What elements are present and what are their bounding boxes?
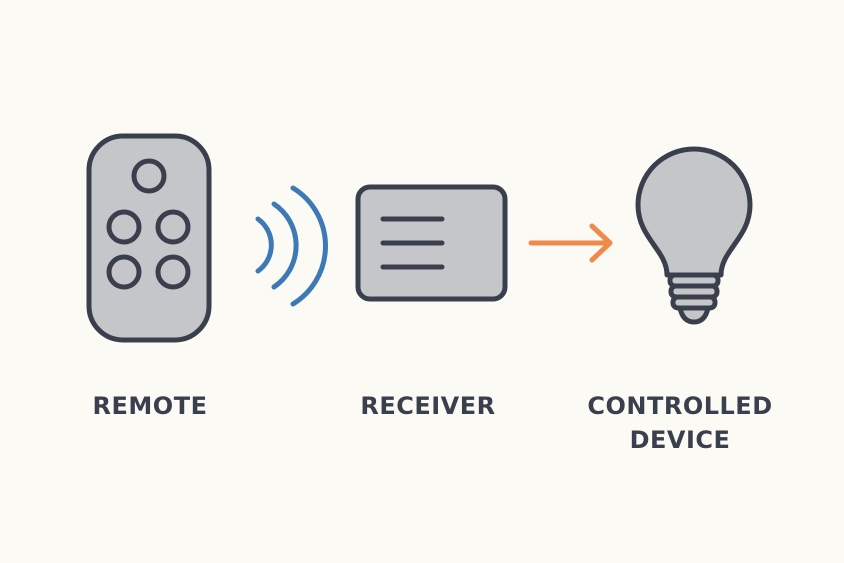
signal-arc-small [255,216,274,274]
remote-control-icon [86,133,212,343]
signal-arc-large [290,185,328,307]
remote-button [106,209,142,245]
arrow-right-icon [528,223,613,263]
wireless-signal-icon [255,185,328,307]
remote-button [155,254,191,290]
receiver-box-icon [355,184,508,302]
signal-arc-medium [271,201,299,290]
remote-label: REMOTE [92,392,208,420]
controlled-device-label: CONTROLLED DEVICE [587,392,773,454]
receiver-label: RECEIVER [360,392,496,420]
bulb-tip [677,305,711,325]
bulb-glass [635,146,753,278]
light-bulb-icon [635,146,753,325]
remote-button [106,254,142,290]
remote-button-power [131,158,167,194]
remote-button [155,209,191,245]
